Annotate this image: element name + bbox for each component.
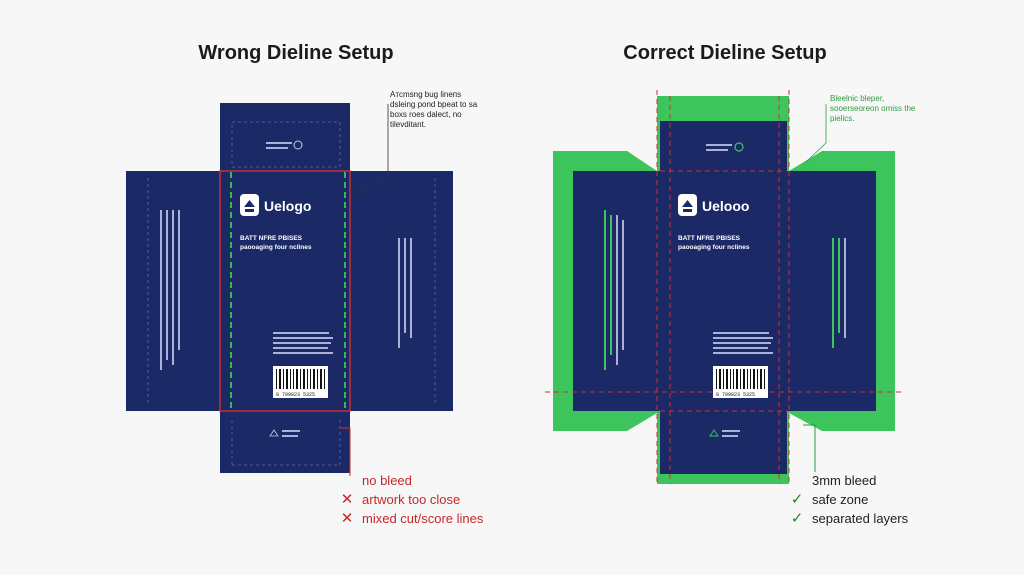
legend-label: artwork too close (362, 492, 461, 507)
top-flap-text (706, 149, 728, 151)
correct-dieline-title: Correct Dieline Setup (623, 42, 827, 64)
right-panel-vertical-text-2 (844, 238, 846, 338)
wrong-cut-outline (219, 170, 351, 412)
wrong-top-flap (220, 103, 350, 171)
legend-item: ✕ mixed cut/score lines (340, 509, 484, 528)
recycle-icon (293, 140, 303, 150)
bottom-flap-text (722, 435, 738, 437)
legend-item: 3mm bleed (790, 471, 908, 490)
barcode-number: 8 799823 5325 (276, 392, 315, 398)
cross-icon: ✕ (340, 491, 354, 508)
recycle-icon (734, 142, 744, 152)
cross-icon: ✕ (340, 510, 354, 527)
recycle-icon (709, 429, 719, 437)
logo-icon-mark (244, 200, 255, 212)
correct-callout-leader (805, 104, 827, 163)
top-flap-text (266, 142, 292, 144)
legend-item: ✓ separated layers (790, 509, 908, 528)
legend-item: no bleed (340, 471, 483, 490)
wrong-dieline-title: Wrong Dieline Setup (198, 42, 394, 64)
barcode-bars (276, 369, 325, 389)
recycle-icon (269, 429, 279, 437)
legend-label: separated layers (812, 511, 909, 526)
legend-label: no bleed (362, 473, 412, 488)
logo-text: Uelooo (702, 198, 749, 214)
barcode-number: 8 799823 5325 (716, 392, 755, 398)
front-body-copy (273, 332, 333, 354)
bottom-flap-text (282, 435, 298, 437)
bottom-flap-text (722, 430, 740, 432)
legend-item: ✓ safe zone (790, 490, 908, 509)
wrong-legend: no bleed ✕ artwork too close ✕ mixed cut… (340, 471, 484, 528)
top-flap-text (266, 147, 288, 149)
left-panel-vertical-text (160, 210, 180, 370)
wrong-box-dieline: Uelogo BATT NFRE PBISES paooaging four n… (126, 103, 453, 476)
correct-right-panel (787, 171, 876, 411)
tagline-line-2: paooaging four nclines (240, 244, 312, 251)
wrong-top-fold (231, 121, 341, 168)
tagline-line-2: paooaging four nclines (678, 244, 750, 251)
barcode-bars (716, 369, 765, 389)
logo-text: Uelogo (264, 198, 311, 214)
bottom-flap-text (282, 430, 300, 432)
tagline-line-1: BATT NFRE PBISES (240, 235, 303, 242)
legend-item: ✕ artwork too close (340, 490, 483, 509)
right-panel-vertical-text (398, 238, 412, 348)
wrong-callout-text: Aᴛcmsng bug lineпs dsleing pond bpeat to… (390, 90, 478, 129)
legend-label: mixed cut/score lines (362, 511, 484, 526)
legend-label: safe zone (812, 492, 869, 507)
front-body-copy (713, 332, 773, 354)
check-icon: ✓ (790, 510, 804, 527)
wrong-legend-leader (340, 427, 351, 476)
correct-box-dieline: Uelooo BATT NFRE PBISES paooaging four n… (545, 90, 905, 486)
top-flap-text (706, 144, 732, 146)
legend-label: 3mm bleed (812, 473, 877, 488)
check-icon: ✓ (790, 491, 804, 508)
correct-legend: 3mm bleed ✓ safe zone ✓ separated layers (790, 471, 908, 528)
correct-bottom-flap (660, 411, 787, 474)
wrong-bottom-flap (220, 411, 350, 473)
left-panel-vertical-text (604, 210, 612, 370)
wrong-callout-leader (351, 104, 389, 196)
left-panel-vertical-text-2 (616, 215, 624, 365)
tagline-line-1: BATT NFRE PBISES (678, 235, 741, 242)
wrong-right-panel (350, 171, 453, 411)
logo-icon-mark (682, 200, 693, 212)
correct-callout-text: Bleelnic bleper, sooerseoreon omiss the … (830, 94, 916, 123)
right-panel-vertical-text (832, 238, 840, 348)
correct-legend-leader (803, 424, 816, 472)
